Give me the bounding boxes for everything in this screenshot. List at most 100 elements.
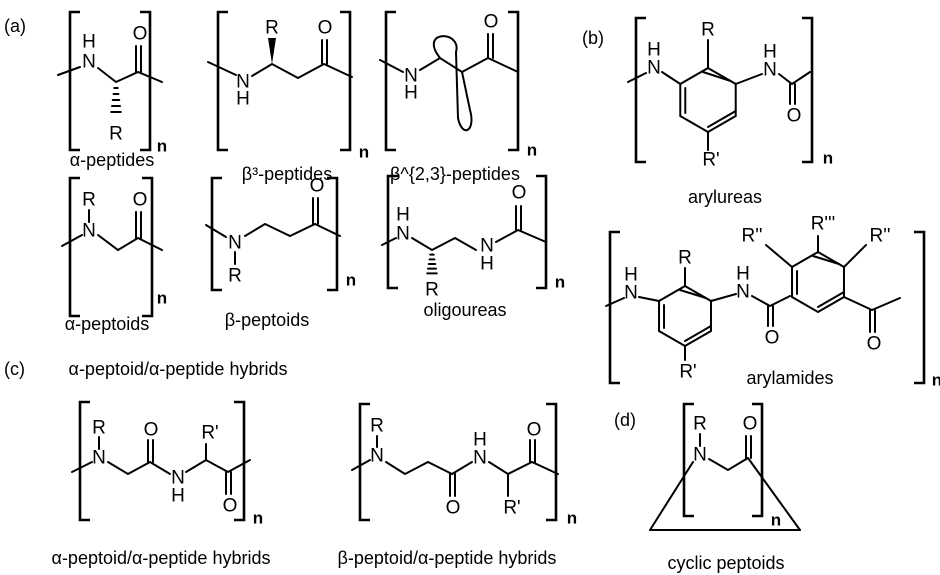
repeat-n: n	[823, 149, 833, 168]
bond	[381, 237, 397, 246]
bond	[488, 460, 559, 476]
hydrogen: H	[236, 89, 250, 110]
bracket-left	[634, 16, 646, 164]
nitrogen: N	[624, 283, 638, 304]
bond	[57, 66, 81, 76]
bond	[842, 296, 873, 311]
side-chain-r: R	[109, 124, 123, 145]
bond	[451, 461, 473, 475]
bracket-left	[682, 402, 694, 518]
side-chain-r: R	[92, 418, 106, 439]
label-cyclic-peptoids: cyclic peptoids	[667, 553, 784, 573]
label-oligoureas: oligoureas	[423, 300, 506, 320]
benzene-ring	[679, 66, 737, 134]
repeat-n: n	[157, 289, 167, 308]
side-chain-r-double-prime: R''	[870, 226, 891, 247]
aromatic-bond	[702, 71, 732, 82]
aromatic-bond	[684, 325, 712, 342]
nitrogen: N	[480, 236, 494, 257]
oxygen: O	[867, 334, 882, 355]
hydrogen: H	[473, 430, 487, 451]
repeat-n: n	[253, 509, 263, 528]
bracket-left	[210, 176, 222, 292]
oxygen: O	[318, 18, 333, 39]
panel-label-d: (d)	[614, 410, 636, 430]
bond	[71, 461, 93, 473]
side-chain-r-prime: R'	[503, 498, 520, 519]
bracket-right	[546, 402, 558, 522]
side-chain-r-double-prime: R''	[742, 226, 763, 247]
ring-constraint	[432, 35, 473, 132]
oxygen: O	[512, 183, 527, 204]
bond	[385, 460, 453, 476]
side-chain-r-prime: R'	[679, 362, 696, 383]
aromatic-bond	[812, 255, 840, 265]
repeat-n: n	[932, 371, 940, 390]
label-alpha-hybrid: α-peptoid/α-peptide hybrids	[52, 548, 271, 568]
bracket-left	[384, 10, 396, 152]
oxygen: O	[787, 106, 802, 127]
repeat-n: n	[771, 511, 781, 530]
bond	[638, 296, 661, 302]
bracket-right	[914, 230, 926, 385]
benzene-ring	[791, 250, 845, 314]
nitrogen: N	[763, 60, 777, 81]
side-chain-r-prime: R'	[201, 423, 218, 444]
bracket-left	[358, 402, 370, 522]
hydrogen: H	[82, 32, 96, 53]
nitrogen: N	[404, 66, 418, 87]
bracket-left	[216, 10, 228, 152]
bond	[97, 234, 163, 252]
nitrogen: N	[82, 52, 96, 73]
oxygen: O	[223, 496, 238, 517]
aromatic-bond	[707, 110, 737, 128]
bond	[842, 244, 867, 268]
nitrogen: N	[647, 58, 661, 79]
oxygen: O	[133, 190, 148, 211]
bond	[185, 458, 251, 474]
bracket-left	[68, 176, 80, 318]
repeat-n: n	[346, 271, 356, 290]
bond	[627, 72, 647, 83]
bracket-right	[234, 400, 246, 522]
bond	[351, 459, 371, 471]
bond	[871, 297, 901, 311]
hydrogen: H	[736, 264, 750, 285]
bond	[244, 222, 341, 238]
hydrogen: H	[396, 205, 410, 226]
side-chain-r: R	[425, 280, 439, 301]
bond	[661, 71, 682, 85]
label-alpha-peptoids: α-peptoids	[65, 314, 149, 334]
side-chain-r-triple-prime: R'''	[811, 214, 836, 235]
label-beta3-peptides: β³-peptides	[242, 164, 332, 184]
oxygen: O	[144, 420, 159, 441]
nitrogen: N	[693, 445, 707, 466]
bracket-right	[142, 176, 154, 318]
bond	[751, 295, 791, 308]
repeat-n: n	[555, 273, 565, 292]
bond	[149, 461, 171, 475]
nitrogen: N	[92, 448, 106, 469]
side-chain-r: R	[265, 18, 279, 39]
label-beta-hybrid: β-peptoid/α-peptide hybrids	[338, 548, 557, 568]
side-chain-r: R	[678, 248, 692, 269]
bond	[97, 67, 163, 84]
bond	[207, 61, 237, 76]
oxygen: O	[765, 328, 780, 349]
bond	[709, 293, 737, 302]
hydrogen: H	[763, 42, 777, 63]
hydrogen: H	[480, 254, 494, 275]
bond	[419, 56, 519, 74]
side-chain-r: R	[701, 20, 715, 41]
oxygen: O	[310, 176, 325, 197]
bond	[251, 62, 353, 80]
bond	[778, 71, 811, 86]
